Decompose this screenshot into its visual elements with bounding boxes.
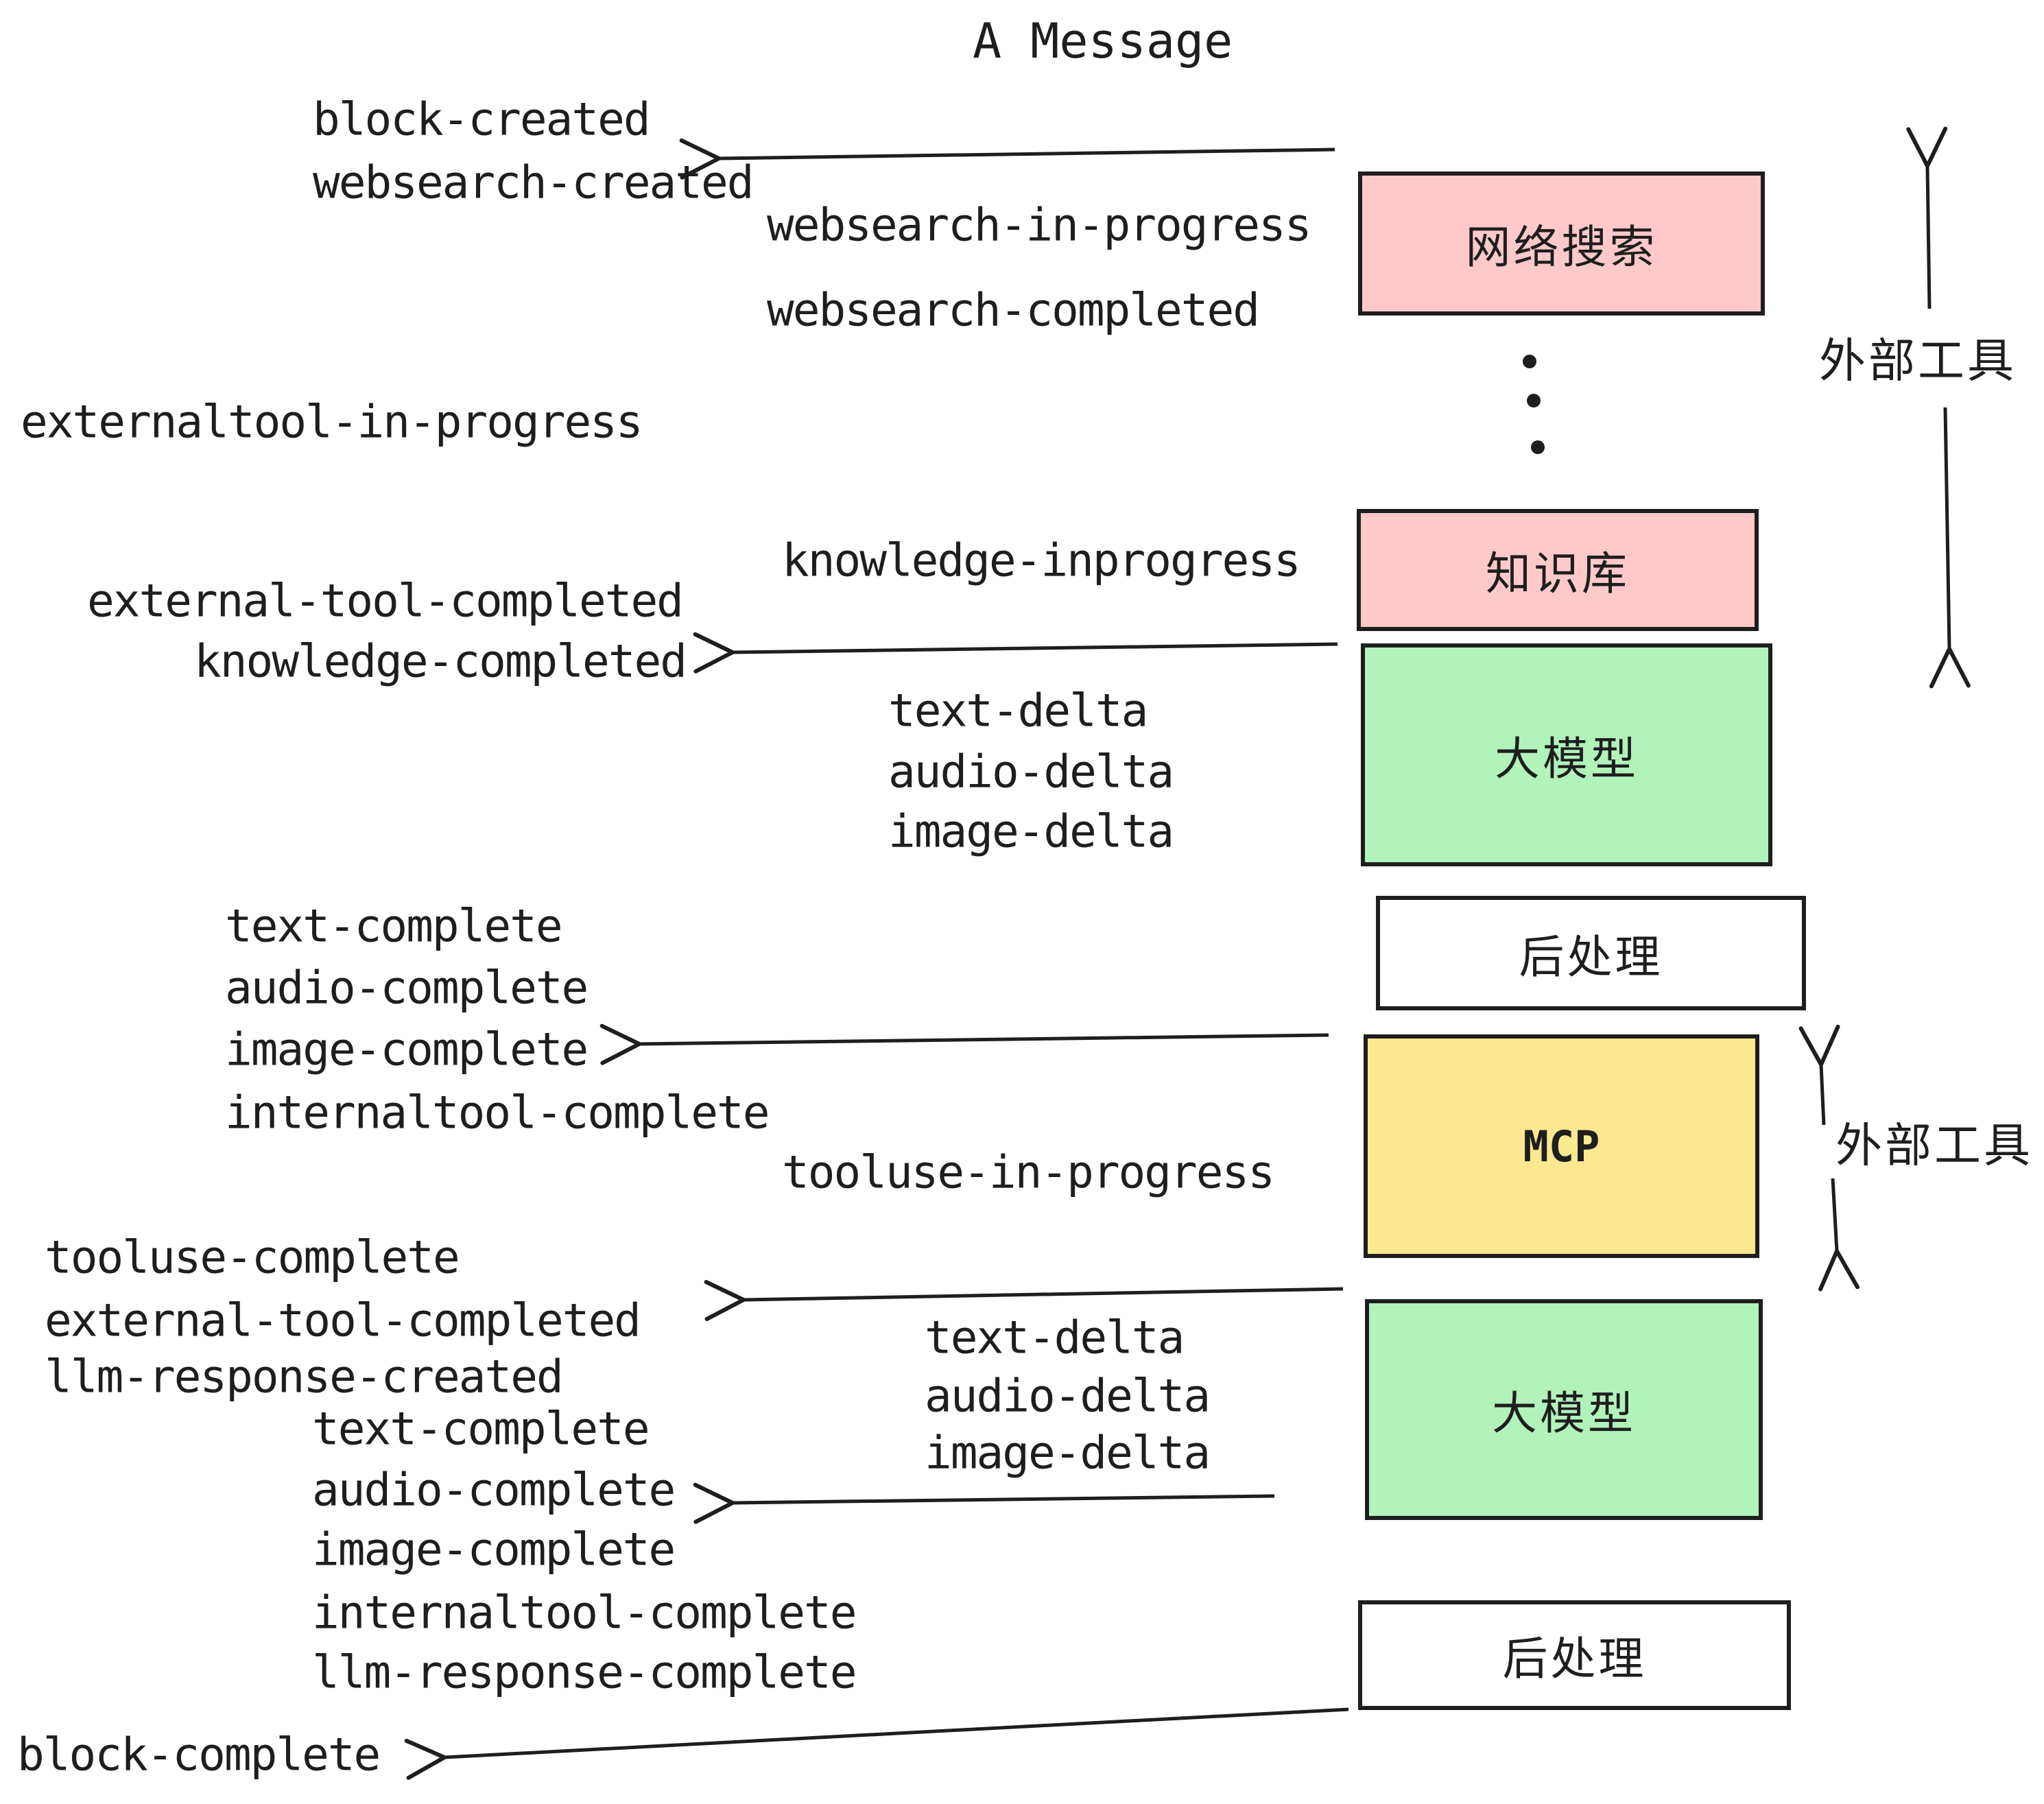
event-label-block-complete: block-complete <box>17 1728 381 1781</box>
arrow-external-tools-2-up <box>1798 1024 1840 1126</box>
event-label-external-tool-completed-2: external-tool-completed <box>45 1294 641 1347</box>
box-postprocess-2-label: 后处理 <box>1502 1633 1647 1685</box>
ellipsis-dot-3 <box>1531 440 1545 454</box>
event-label-knowledge-completed: knowledge-completed <box>194 634 687 688</box>
event-label-knowledge-inprogress: knowledge-inprogress <box>782 534 1301 587</box>
event-label-internaltool-complete-2: internaltool-complete <box>312 1586 857 1639</box>
event-label-block-created: block-created <box>313 93 651 146</box>
arrow-to-block-created <box>679 138 1335 180</box>
event-label-external-tool-completed: external-tool-completed <box>87 574 684 628</box>
box-postprocess-1: 后处理 <box>1376 896 1806 1010</box>
ellipsis-dot-1 <box>1523 355 1536 368</box>
box-llm-1-label: 大模型 <box>1495 732 1639 785</box>
diagram-title: A Message <box>973 13 1233 69</box>
event-label-websearch-in-progress: websearch-in-progress <box>767 198 1311 252</box>
event-label-externaltool-in-progress: externaltool-in-progress <box>21 395 643 449</box>
arrow-to-audio-complete <box>693 1482 1275 1524</box>
box-mcp: MCP <box>1364 1034 1759 1258</box>
event-label-text-delta: text-delta <box>888 684 1148 737</box>
event-label-websearch-completed: websearch-completed <box>767 283 1260 337</box>
box-mcp-label: MCP <box>1523 1121 1600 1172</box>
side-label-external-tools-2: 外部工具 <box>1835 1119 2034 1174</box>
box-postprocess-2: 后处理 <box>1358 1600 1791 1710</box>
event-label-audio-complete: audio-complete <box>225 961 589 1014</box>
event-label-text-complete: text-complete <box>225 899 563 953</box>
event-label-text-delta-2: text-delta <box>925 1311 1185 1364</box>
event-label-tooluse-in-progress: tooluse-in-progress <box>782 1146 1275 1199</box>
arrow-external-tools-2-down <box>1818 1178 1860 1292</box>
event-label-llm-response-created: llm-response-created <box>45 1350 564 1403</box>
arrow-external-tools-1-up <box>1906 126 1948 309</box>
arrow-to-knowledge-completed <box>693 632 1338 674</box>
event-label-websearch-created: websearch-created <box>313 156 754 209</box>
box-knowledge: 知识库 <box>1357 509 1759 631</box>
event-label-image-complete: image-complete <box>225 1023 589 1076</box>
box-knowledge-label: 知识库 <box>1486 547 1630 600</box>
event-label-internaltool-complete: internaltool-complete <box>225 1086 770 1139</box>
box-llm-2: 大模型 <box>1365 1299 1763 1520</box>
box-llm-2-label: 大模型 <box>1492 1387 1636 1440</box>
arrow-to-tooluse-complete <box>704 1279 1344 1321</box>
event-label-image-delta: image-delta <box>888 805 1174 858</box>
box-websearch-label: 网络搜索 <box>1465 221 1658 274</box>
event-label-image-complete-2: image-complete <box>312 1523 676 1576</box>
event-label-audio-delta: audio-delta <box>888 745 1174 798</box>
box-websearch: 网络搜索 <box>1358 171 1765 316</box>
arrow-external-tools-1-down <box>1929 407 1971 689</box>
box-postprocess-1-label: 后处理 <box>1519 930 1663 984</box>
event-label-text-complete-2: text-complete <box>312 1402 650 1456</box>
ellipsis-dot-2 <box>1527 394 1541 407</box>
event-label-llm-response-complete: llm-response-complete <box>312 1646 857 1699</box>
event-label-audio-complete-2: audio-complete <box>312 1463 676 1517</box>
arrow-to-image-complete <box>599 1023 1329 1065</box>
event-label-audio-delta-2: audio-delta <box>925 1369 1211 1423</box>
side-label-external-tools-1: 外部工具 <box>1819 334 2017 389</box>
arrow-to-block-complete <box>404 1707 1349 1780</box>
event-label-image-delta-2: image-delta <box>925 1426 1211 1480</box>
box-llm-1: 大模型 <box>1361 643 1772 866</box>
event-label-tooluse-complete: tooluse-complete <box>45 1231 460 1284</box>
